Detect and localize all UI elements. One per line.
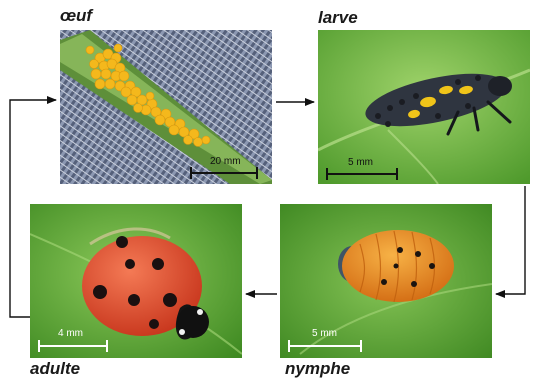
arrow-adult-to-egg bbox=[10, 100, 56, 317]
arrow-larva-to-pupa bbox=[496, 186, 525, 294]
